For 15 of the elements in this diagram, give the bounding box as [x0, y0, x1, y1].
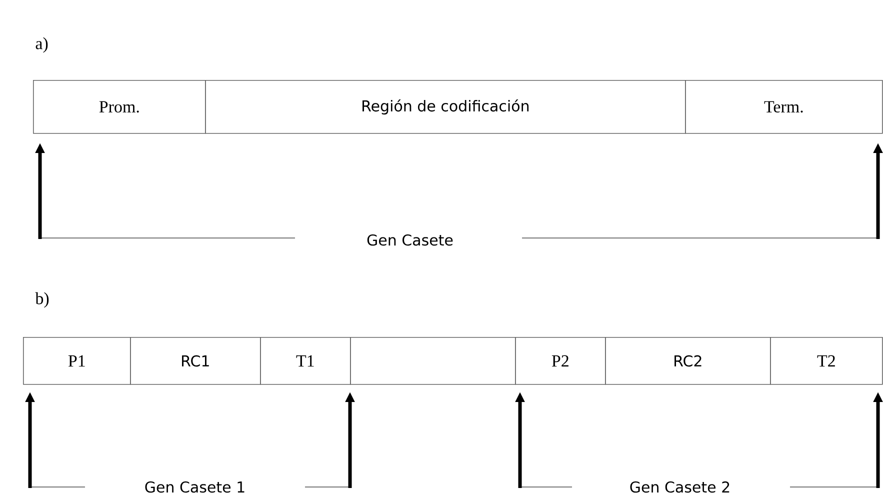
gene-segment-box: P2: [515, 337, 606, 385]
spacer-box: [350, 337, 516, 385]
bracket-label: Gen Casete: [367, 234, 453, 246]
gene-segment-box: RC2: [605, 337, 771, 385]
panel-label: a): [36, 37, 48, 53]
gene-segment-box: RC1: [130, 337, 261, 385]
gene-segment-box: Región de codificación: [205, 80, 686, 134]
gene-segment-box: Prom.: [33, 80, 206, 134]
gene-segment-box: Term.: [685, 80, 883, 134]
panel-label: b): [35, 292, 49, 308]
bracket-label: Gen Casete 2: [630, 481, 730, 493]
gene-segment-box: T2: [770, 337, 883, 385]
bracket-label: Gen Casete 1: [145, 481, 244, 493]
gene-segment-box: T1: [260, 337, 351, 385]
gene-segment-box: P1: [23, 337, 131, 385]
